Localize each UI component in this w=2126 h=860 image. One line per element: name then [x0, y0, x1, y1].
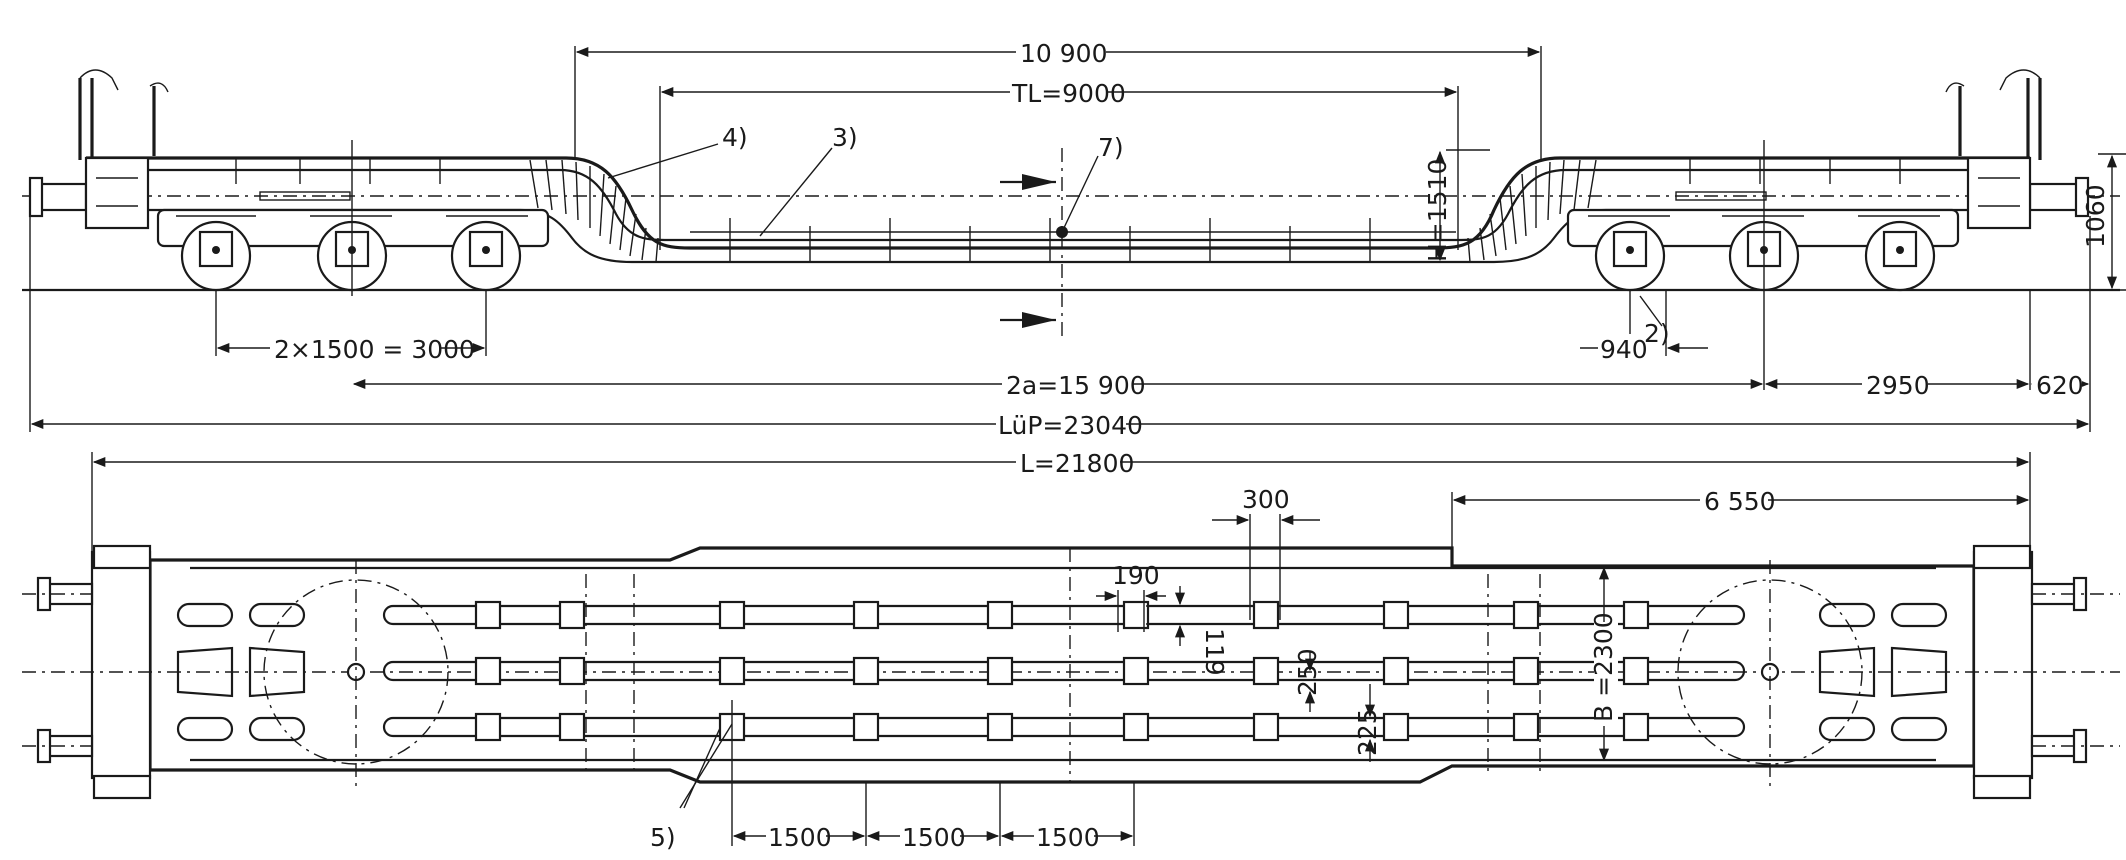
well-deck-stiffeners — [690, 218, 1456, 262]
longitudinal-rails — [382, 604, 1746, 738]
side-extension-lines — [29, 46, 2126, 432]
top-callout-leaders — [679, 723, 733, 809]
right-end-stanchions — [1945, 69, 2042, 160]
right-end-cap — [1972, 550, 2034, 780]
rail-cross-blocks — [474, 600, 1650, 742]
dim-spacing-1: 1500 — [768, 823, 832, 852]
right-bogie — [1566, 208, 1960, 292]
right-buffer — [2028, 176, 2090, 218]
end-section-panels — [235, 158, 1901, 201]
dim-width: B =2300 — [1589, 612, 1618, 722]
right-swan-neck-ribs — [1467, 159, 1597, 263]
callout-4: 4) — [722, 123, 748, 152]
left-end-stanchions — [78, 69, 169, 160]
top-view-labels: L=21800 6 550 300 190 119 250 225 B =230… — [650, 448, 1776, 852]
dim-spacing-3: 1500 — [1036, 823, 1100, 852]
dim-tl: TL=9000 — [1011, 79, 1126, 108]
dim-190: 190 — [1112, 561, 1160, 590]
dim-buffer-height: 1060 — [2081, 184, 2110, 248]
right-headstock — [1966, 156, 2032, 230]
right-bogie-pivot-circle — [1677, 579, 1863, 765]
left-headstock — [84, 156, 150, 230]
dim-940: 940 — [1600, 335, 1648, 364]
left-end-openings — [176, 602, 306, 742]
top-section-lines — [585, 548, 1541, 782]
dim-height: H=1510 — [1423, 159, 1452, 262]
left-bogie-pivot-circle — [263, 579, 449, 765]
dim-620: 620 — [2036, 371, 2084, 400]
side-callout-leaders — [607, 143, 1663, 327]
top-view — [22, 452, 2120, 846]
dim-250: 250 — [1293, 648, 1322, 696]
callout-7: 7) — [1098, 133, 1124, 162]
left-bogie — [156, 208, 550, 292]
callout-2: 2) — [1644, 319, 1670, 348]
side-view-labels: 10 900 TL=9000 4) 3) 7) 2×1500 = 3000 H=… — [270, 38, 2110, 440]
callout-5: 5) — [650, 823, 676, 852]
top-body-outline — [148, 546, 1976, 784]
dim-length: L=21800 — [1020, 449, 1134, 478]
dim-bogie-pivot: 2a=15 900 — [1006, 371, 1146, 400]
top-body-inner-outline — [190, 566, 1936, 762]
callout-3: 3) — [832, 123, 858, 152]
dim-225: 225 — [1353, 708, 1382, 756]
dim-spacing-2: 1500 — [902, 823, 966, 852]
dim-axle-spacing: 2×1500 = 3000 — [274, 335, 475, 364]
dim-10900: 10 900 — [1020, 39, 1107, 68]
dim-2950: 2950 — [1866, 371, 1930, 400]
right-end-openings — [1818, 602, 1948, 742]
wagon-body-inner-edge — [86, 168, 2030, 242]
side-view — [22, 46, 2126, 432]
dim-119: 119 — [1200, 628, 1229, 676]
dim-300: 300 — [1242, 485, 1290, 514]
section-marker — [1000, 148, 1099, 338]
left-swan-neck-ribs — [529, 159, 659, 263]
dim-lup: LüP=23040 — [998, 411, 1143, 440]
dim-6550: 6 550 — [1704, 487, 1776, 516]
left-end-cap — [90, 550, 152, 780]
left-buffer — [28, 176, 88, 218]
